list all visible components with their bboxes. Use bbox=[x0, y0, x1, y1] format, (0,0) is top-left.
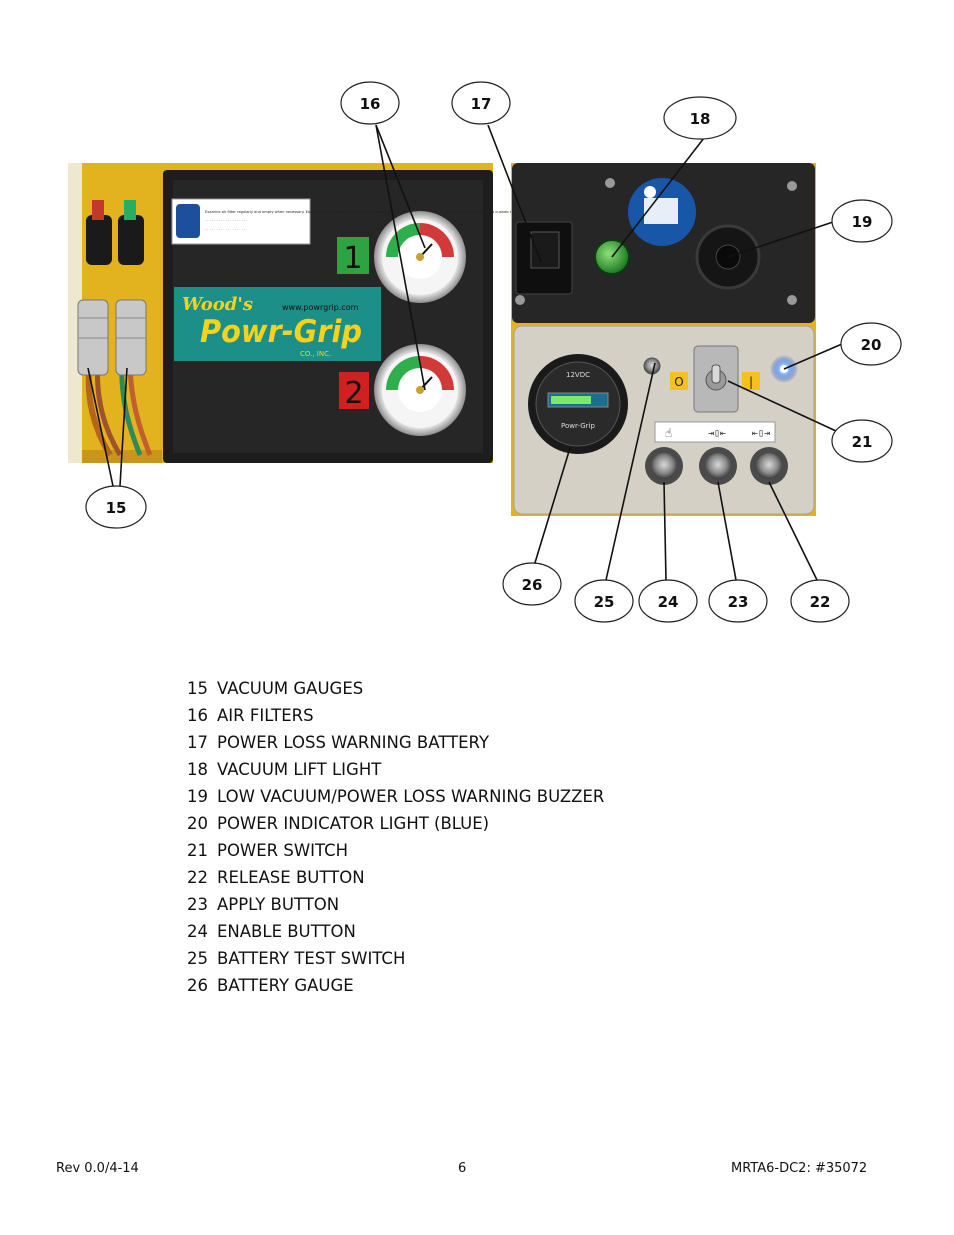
footer-page-number: 6 bbox=[458, 1161, 467, 1176]
left-photo: Examine air filter regularly and empty w… bbox=[68, 163, 682, 463]
battery-gauge-voltage: 12VDC bbox=[566, 371, 590, 379]
svg-text:24: 24 bbox=[658, 593, 679, 611]
svg-text:21: 21 bbox=[852, 433, 873, 451]
svg-text:26: 26 bbox=[522, 576, 543, 594]
apply-button bbox=[699, 447, 737, 485]
brand-line2: Powr-Grip bbox=[200, 314, 362, 350]
air-filter-sticker: Examine air filter regularly and empty w… bbox=[171, 198, 682, 245]
svg-text:19: 19 bbox=[852, 213, 873, 231]
brand-url: www.powrgrip.com bbox=[282, 303, 359, 312]
battery-test-switch bbox=[643, 357, 661, 375]
vacuum-gauge-1 bbox=[374, 211, 466, 303]
brand-line1: Wood's bbox=[182, 294, 253, 315]
svg-text:20: 20 bbox=[861, 336, 882, 354]
button-label-strip: ☝ ⇥▯⇤ ⇤▯⇥ bbox=[654, 421, 776, 443]
power-switch: O | bbox=[670, 345, 760, 413]
release-button bbox=[750, 447, 788, 485]
leader-lines bbox=[87, 124, 843, 581]
right-photo: 12VDC Powr-Grip O | ☝ ⇥▯⇤ ⇤▯⇥ bbox=[511, 163, 816, 516]
footer-document-id: MRTA6-DC2: #35072 bbox=[731, 1161, 868, 1176]
svg-text:17: 17 bbox=[471, 95, 492, 113]
svg-text:⇤▯⇥: ⇤▯⇥ bbox=[752, 428, 770, 439]
battery-gauge: 12VDC Powr-Grip bbox=[528, 354, 628, 454]
svg-text:2: 2 bbox=[344, 376, 363, 411]
power-loss-battery bbox=[515, 221, 573, 295]
callout-25: 25 bbox=[574, 579, 634, 623]
footer-revision: Rev 0.0/4-14 bbox=[56, 1161, 139, 1176]
svg-text:22: 22 bbox=[810, 593, 831, 611]
svg-text:18: 18 bbox=[690, 110, 711, 128]
callout-19: 19 bbox=[831, 199, 893, 243]
callout-21: 21 bbox=[831, 419, 893, 463]
svg-text:· · · · · · · · · · · · · · ·: · · · · · · · · · · · · · · · · · · · bbox=[205, 219, 247, 223]
read-manual-icon bbox=[628, 178, 696, 246]
battery-gauge-brand: Powr-Grip bbox=[561, 422, 595, 430]
vacuum-gauge-fittings bbox=[77, 299, 147, 376]
callout-20: 20 bbox=[840, 322, 902, 366]
component-figure: Examine air filter regularly and empty w… bbox=[68, 81, 902, 623]
callout-24: 24 bbox=[638, 579, 698, 623]
svg-text:15: 15 bbox=[106, 499, 127, 517]
svg-text:· · · · · · · · · · · · · · ·: · · · · · · · · · · · · · · · · · · · bbox=[205, 228, 247, 232]
callout-26: 26 bbox=[502, 562, 562, 606]
callout-22: 22 bbox=[790, 579, 850, 623]
svg-text:25: 25 bbox=[594, 593, 615, 611]
svg-text:⇥▯⇤: ⇥▯⇤ bbox=[708, 428, 726, 439]
enable-button bbox=[645, 447, 683, 485]
svg-text:O: O bbox=[674, 375, 683, 389]
svg-text:|: | bbox=[749, 375, 753, 389]
gauge-2-label: 2 bbox=[339, 372, 369, 411]
callout-15: 15 bbox=[85, 485, 147, 529]
svg-text:1: 1 bbox=[343, 241, 362, 276]
brand-sub: CO., INC. bbox=[300, 350, 331, 358]
callout-16: 16 bbox=[340, 81, 400, 125]
svg-text:☝: ☝ bbox=[665, 426, 672, 440]
svg-text:23: 23 bbox=[728, 593, 749, 611]
callout-17: 17 bbox=[451, 81, 511, 125]
callout-23: 23 bbox=[708, 579, 768, 623]
callout-18: 18 bbox=[663, 96, 737, 140]
gauge-1-label: 1 bbox=[337, 237, 369, 276]
vacuum-gauge-2 bbox=[374, 344, 466, 436]
sticker-text: Examine air filter regularly and empty w… bbox=[205, 209, 682, 214]
brand-plate: Wood's www.powrgrip.com Powr-Grip CO., I… bbox=[174, 287, 381, 361]
svg-text:16: 16 bbox=[360, 95, 381, 113]
